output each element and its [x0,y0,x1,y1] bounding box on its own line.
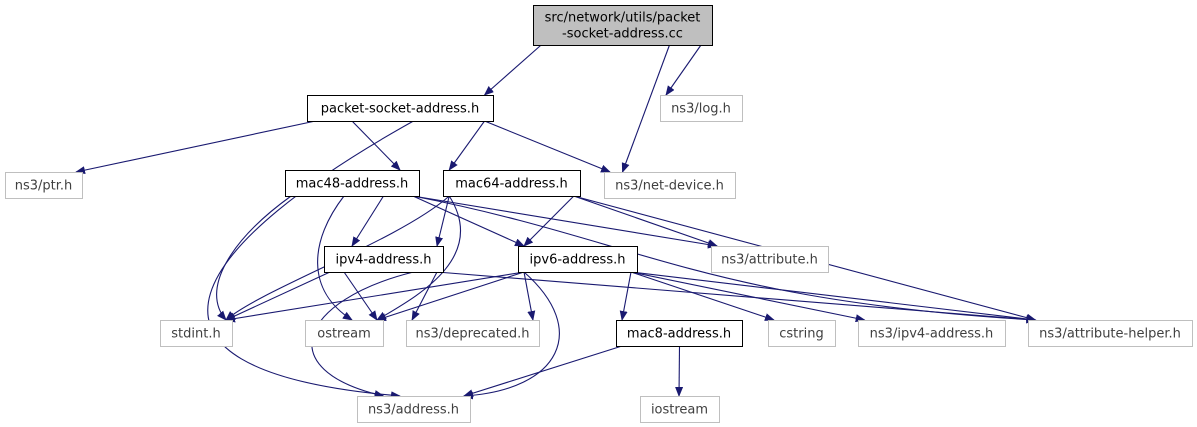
edge-mac64-to-ipv6 [523,195,575,247]
edge-mac48-to-ipv6 [412,195,525,247]
edge-mac48-to-attr [412,195,718,249]
edge-mac48-to-attrhelper [412,195,1037,324]
node-label-address: ns3/address.h [368,403,459,418]
edge-mac48-to-ostream [317,195,353,321]
edge-ipv6-to-address [463,271,560,400]
node-box-mac48 [285,170,420,197]
node-box-mac8 [616,320,743,347]
node-box-ostream [305,320,384,347]
node-label-attrhelper: ns3/attribute-helper.h [1039,327,1181,342]
edge-psa-to-ptr [75,120,316,175]
edge-ipv4-to-attrhelper [436,271,1037,324]
node-box-attrhelper [1028,320,1193,347]
node-label-ptr: ns3/ptr.h [15,179,73,194]
edge-psa-to-netdev [484,120,611,173]
node-label-iostream: iostream [651,403,708,418]
node-label-deprecated: ns3/deprecated.h [415,327,529,342]
edge-mac64-to-ostream [376,195,462,321]
node-box-stdint [160,320,233,347]
node-attrhelper: ns3/attribute-helper.h [1028,320,1193,347]
node-mac8[interactable]: mac8-address.h [616,320,743,347]
edge-mac48-to-ipv4 [351,195,384,247]
node-mac48[interactable]: mac48-address.h [285,170,420,197]
node-box-psa [307,95,494,122]
edge-root-to-log [665,44,702,96]
edge-mac64-to-attr [573,195,718,247]
node-label-log: ns3/log.h [671,102,731,117]
node-root[interactable]: src/network/utils/packet-socket-address.… [533,5,713,46]
node-box-attr [711,246,829,273]
node-box-netdev [604,172,736,199]
node-box-ns3ipv4 [858,320,1006,347]
node-log: ns3/log.h [660,95,743,122]
edge-ipv4-to-ostream [343,271,378,321]
edge-mac64-to-ipv4 [435,195,450,247]
node-iostream: iostream [640,396,720,423]
node-label-stdint: stdint.h [171,327,220,342]
node-box-iostream [640,396,720,423]
node-box-deprecated [406,320,540,347]
node-stdint: stdint.h [160,320,233,347]
node-box-address [357,396,471,423]
node-psa[interactable]: packet-socket-address.h [307,95,494,122]
edge-ipv6-to-ns3ipv4 [630,271,866,323]
node-label-mac64: mac64-address.h [455,177,567,192]
node-label-ns3ipv4: ns3/ipv4-address.h [870,327,994,342]
edge-psa-to-mac48 [351,120,401,171]
edge-psa-to-mac64 [448,120,485,171]
node-label-ipv4: ipv4-address.h [336,253,432,268]
node-cstring: cstring [768,320,836,347]
node-box-log [660,95,743,122]
node-label-root: src/network/utils/packet [545,11,701,26]
edge-mac8-to-iostream [675,345,684,397]
node-label-ostream: ostream [317,327,371,342]
node-label-attr: ns3/attribute.h [721,253,818,268]
node-label-psa: packet-socket-address.h [321,102,479,117]
edge-mac48-to-stdint [216,195,292,321]
node-box-ipv6 [518,246,638,273]
node-label-mac8: mac8-address.h [627,327,731,342]
node-label-ipv6: ipv6-address.h [530,253,626,268]
node-address: ns3/address.h [357,396,471,423]
edge-ipv6-to-attrhelper [630,271,1037,323]
edge-ipv6-to-cstring [630,271,775,321]
node-attr: ns3/attribute.h [711,246,829,273]
edge-ipv4-to-stdint [225,271,331,321]
nodes-layer: src/network/utils/packet-socket-address.… [5,5,1193,423]
node-ipv4[interactable]: ipv4-address.h [324,246,444,273]
node-ostream: ostream [305,320,384,347]
edge-root-to-psa [483,44,542,96]
node-box-ptr [5,172,83,199]
node-label-mac48: mac48-address.h [296,177,408,192]
node-box-root [533,5,713,46]
node-mac64[interactable]: mac64-address.h [443,170,581,197]
edge-ipv6-to-deprecated [523,271,536,321]
node-ipv6[interactable]: ipv6-address.h [518,246,638,273]
node-ns3ipv4: ns3/ipv4-address.h [858,320,1006,347]
node-box-cstring [768,320,836,347]
node-deprecated: ns3/deprecated.h [406,320,540,347]
node-ptr: ns3/ptr.h [5,172,83,199]
edge-ipv4-to-deprecated [411,271,438,321]
edge-ipv6-to-stdint [225,271,525,323]
edge-mac8-to-address [463,345,623,398]
node-label-cstring: cstring [779,327,823,342]
edge-root-to-netdev [621,44,671,173]
edge-ipv6-to-ostream [376,271,525,322]
node-label-root: -socket-address.cc [562,27,683,42]
edge-ipv6-to-mac8 [619,271,632,321]
node-label-netdev: ns3/net-device.h [615,179,724,194]
node-netdev: ns3/net-device.h [604,172,736,199]
node-box-mac64 [443,170,581,197]
node-box-ipv4 [324,246,444,273]
